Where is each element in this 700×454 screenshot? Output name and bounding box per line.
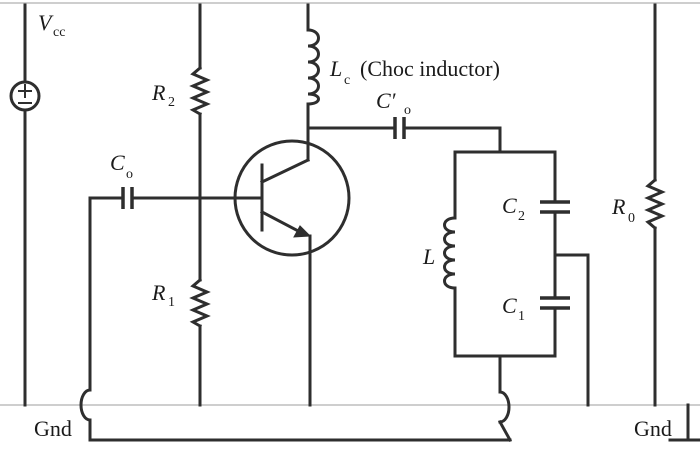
r0-subscript: 0 (628, 211, 635, 226)
vcc-subscript: cc (53, 25, 65, 40)
vcc-label: V (38, 10, 54, 35)
c1-label: C (502, 293, 517, 318)
c1-subscript: 1 (518, 309, 525, 324)
bias-resistor-r1 (189, 277, 211, 407)
vcc-source-icon (9, 3, 41, 407)
npn-transistor-icon (198, 139, 351, 407)
c2-subscript: 2 (518, 209, 525, 224)
l-label: L (422, 244, 435, 269)
choke-inductor-lc (306, 3, 320, 150)
lc-note: (Choc inductor) (360, 56, 500, 81)
input-coupling-capacitor (79, 187, 512, 442)
r0-label: R (611, 194, 626, 219)
lc-subscript: c (344, 73, 350, 88)
co-out-label: C′ (376, 88, 397, 113)
output-coupling-capacitor (306, 117, 502, 154)
c2-label: C (502, 193, 517, 218)
gnd-label-left: Gnd (34, 416, 72, 441)
gnd-label-right: Gnd (634, 416, 672, 441)
r1-label: R (151, 280, 166, 305)
tank-circuit (443, 150, 590, 443)
co-out-subscript: o (404, 103, 411, 118)
load-resistor-r0 (644, 3, 666, 407)
co-in-subscript: o (126, 167, 133, 182)
co-in-label: C (110, 150, 125, 175)
r2-label: R (151, 80, 166, 105)
bias-resistor-r2 (189, 3, 211, 282)
r1-subscript: 1 (168, 295, 175, 310)
r2-subscript: 2 (168, 95, 175, 110)
lc-label: L (329, 56, 342, 81)
ground-rail (0, 403, 700, 442)
